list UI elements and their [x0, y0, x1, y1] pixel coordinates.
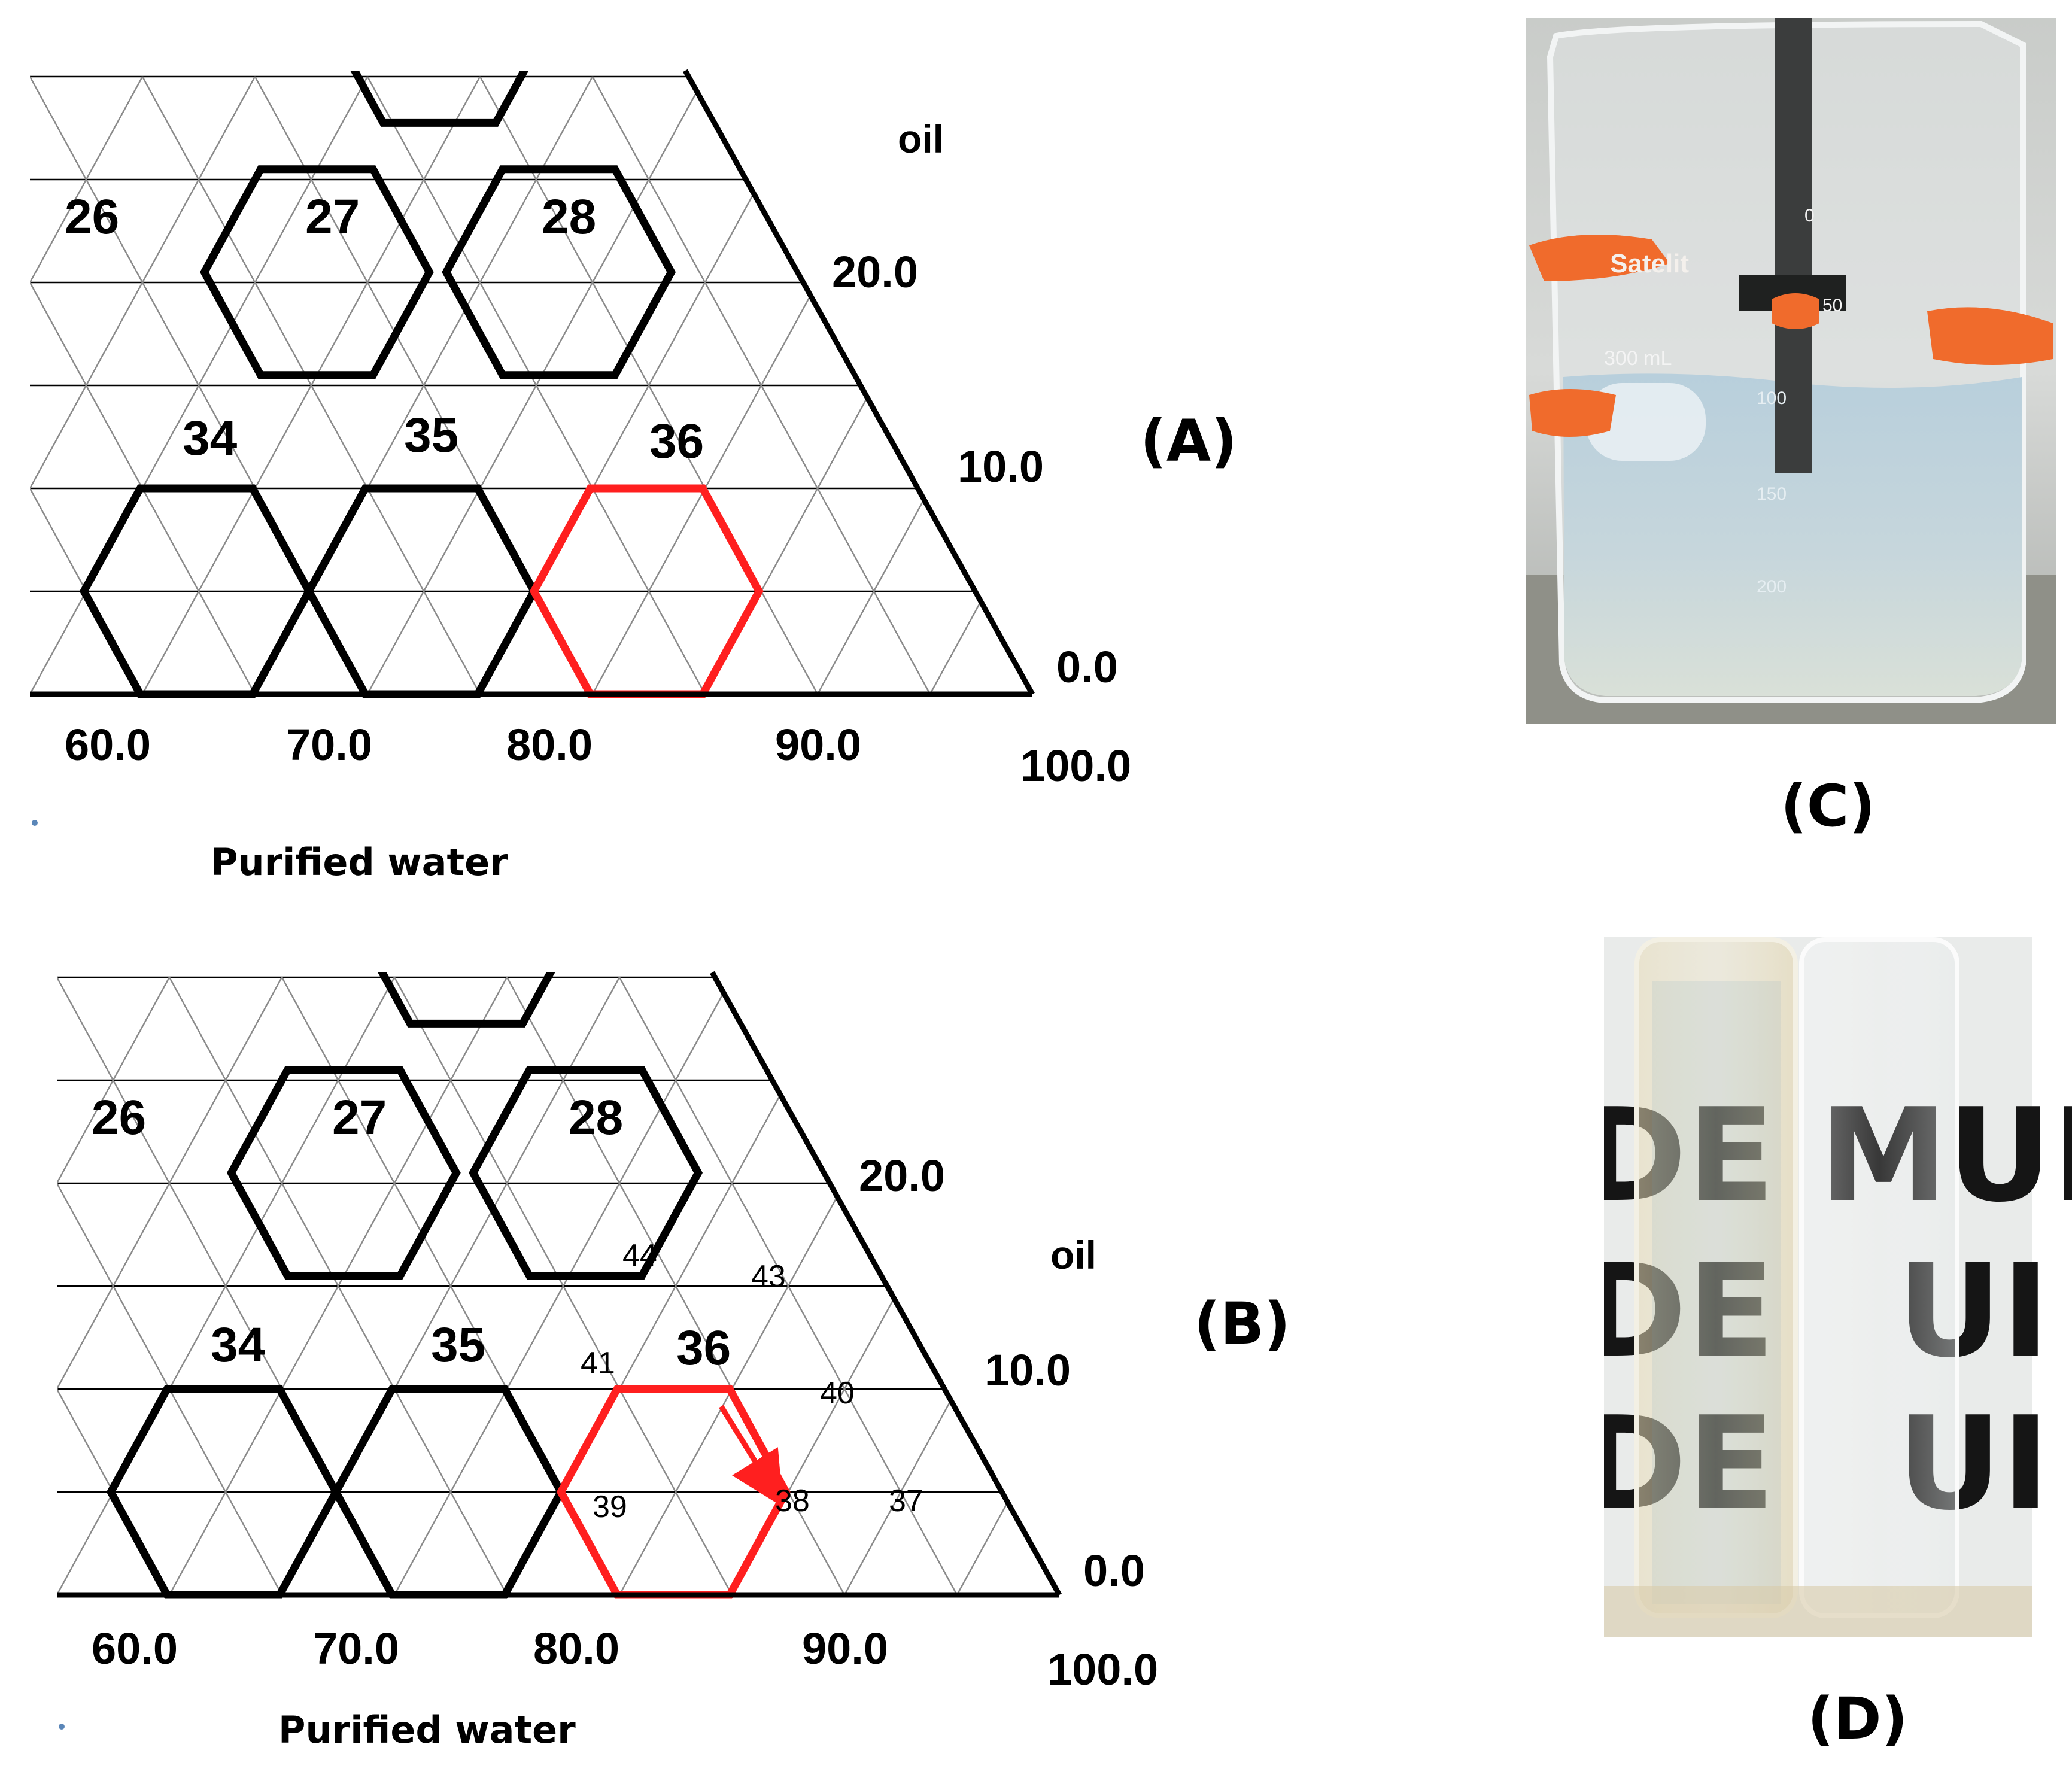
grid-line — [57, 977, 58, 1595]
panel-b-point-44: 44 — [622, 1238, 657, 1273]
panel-d-tubes-photo: DE MUI DE UI DE UI (D) — [1532, 937, 2072, 1752]
grid-line — [168, 977, 508, 1595]
panel-c-clamp-mid — [1772, 293, 1819, 329]
panel-a-bottom-tick-100: 100.0 — [1020, 741, 1131, 791]
panel-b-label: (B) — [1194, 1290, 1290, 1357]
grid-line — [1182, 977, 1520, 1595]
panel-d-tube-left-tint — [1652, 981, 1781, 1604]
panel-c-beaker-volume: 300 mL — [1604, 347, 1672, 370]
panel-b-bottom-tick-90: 90.0 — [802, 1624, 888, 1673]
panel-c-beaker-brand: Satelit — [1610, 249, 1689, 278]
panel-b-point-43: 43 — [751, 1259, 786, 1294]
grid-line — [393, 977, 733, 1595]
panel-b-side-tick-0: 0.0 — [1083, 1546, 1145, 1595]
panel-a-label: (A) — [1140, 408, 1237, 475]
panel-b-hex-label-28: 28 — [569, 1090, 623, 1145]
panel-b-point-39: 39 — [593, 1490, 627, 1524]
grid-line — [1070, 977, 1407, 1595]
panel-d-tube-right — [1799, 937, 1959, 1618]
panel-b-point-41: 41 — [581, 1346, 615, 1381]
grid-line — [618, 977, 958, 1595]
panel-c-grad-200: 200 — [1757, 577, 1787, 597]
grid-line — [1182, 977, 1520, 1595]
panel-c-grad-150: 150 — [1757, 484, 1787, 504]
panel-a-hex-label-36: 36 — [649, 414, 704, 469]
panel-a-bottom-tick-70: 70.0 — [286, 720, 372, 770]
panel-a-hex-label-34: 34 — [183, 411, 238, 466]
panel-a-side-tick-20: 20.0 — [832, 247, 918, 297]
panel-b-hex-label-35: 35 — [431, 1318, 485, 1372]
grid-line — [30, 76, 31, 694]
panel-a-bottom-tick-90: 90.0 — [775, 720, 861, 770]
panel-b-hypotenuse — [710, 971, 1062, 1597]
grid-line — [1155, 77, 1493, 694]
grid-line — [366, 76, 706, 694]
panel-c-liquid-highlight — [1586, 383, 1706, 461]
grid-line — [1070, 977, 1407, 1595]
panel-c-beaker-photo: Satelit 300 mL 0 50 100 150 200 (C) — [1526, 18, 2056, 840]
panel-b-point-37: 37 — [889, 1484, 923, 1518]
grid-line — [30, 76, 256, 694]
panel-a-hypotenuse — [683, 69, 1035, 696]
panel-c-stirrer-shaft — [1775, 18, 1812, 473]
panel-d-left-edge-mask — [1532, 937, 1604, 1637]
panel-a-hex-label-28: 28 — [542, 190, 596, 244]
panel-a-hexagons — [79, 71, 764, 698]
panel-b-bottom-tick-80: 80.0 — [533, 1624, 619, 1673]
panel-a-hex-label-35: 35 — [404, 408, 458, 463]
panel-b-axis-title: Purified water — [278, 1708, 576, 1752]
panel-b-hex-label-27: 27 — [332, 1090, 387, 1145]
panel-b-point-38: 38 — [775, 1484, 810, 1518]
grid-line — [57, 977, 283, 1595]
panel-b-hex-label-36: 36 — [676, 1321, 731, 1375]
panel-a-side-tick-0: 0.0 — [1056, 642, 1118, 692]
panel-a-axis-title: Purified water — [211, 840, 508, 884]
panel-b-hex-label-34: 34 — [211, 1318, 266, 1372]
hexagon-top-partial — [322, 71, 557, 127]
hexagon-28 — [469, 1066, 703, 1280]
panel-c-grad-0: 0 — [1804, 206, 1815, 226]
stray-mark-a — [32, 820, 38, 826]
panel-b-point-40: 40 — [820, 1376, 855, 1411]
grid-line — [1155, 77, 1493, 694]
panel-c-grad-100: 100 — [1757, 388, 1787, 408]
hexagon-27 — [199, 165, 434, 379]
panel-b-red-arrow — [719, 1405, 783, 1508]
panel-a-bottom-tick-60: 60.0 — [65, 720, 151, 770]
panel-b-bottom-tick-70: 70.0 — [313, 1624, 399, 1673]
grid-line — [30, 76, 31, 694]
panel-b-side-tick-10: 10.0 — [985, 1345, 1071, 1395]
panel-c-grad-50: 50 — [1822, 296, 1842, 315]
panel-b-hex-label-26: 26 — [92, 1090, 146, 1145]
hexagon-top-partial — [349, 972, 584, 1028]
panel-a-bottom-tick-80: 80.0 — [506, 720, 593, 770]
grid-line — [1043, 77, 1380, 694]
panel-b-hexagons — [106, 972, 791, 1599]
panel-a-ternary-diagram: 26 27 28 34 35 36 oil 20.0 10.0 0.0 60.0… — [30, 69, 1493, 884]
panel-a-hex-label-26: 26 — [65, 190, 119, 244]
panel-d-bottom-reflection — [1604, 1586, 2032, 1637]
panel-b-side-tick-20: 20.0 — [859, 1151, 945, 1201]
grid-line — [816, 76, 1032, 694]
hexagon-28 — [442, 165, 676, 379]
panel-c-clamp-right — [1927, 307, 2053, 365]
panel-a-oil-label: oil — [898, 117, 944, 161]
panel-a-hex-label-27: 27 — [305, 190, 360, 244]
hexagon-27 — [226, 1066, 461, 1280]
grid-line — [591, 76, 931, 694]
grid-line — [141, 76, 481, 694]
stray-mark-b — [59, 1724, 65, 1730]
panel-a-side-tick-10: 10.0 — [958, 442, 1044, 491]
panel-c-label: (C) — [1781, 773, 1875, 840]
panel-d-label: (D) — [1807, 1685, 1907, 1752]
panel-b-bottom-tick-60: 60.0 — [92, 1624, 178, 1673]
panel-b-bottom-tick-100: 100.0 — [1047, 1645, 1158, 1694]
grid-line — [57, 977, 58, 1595]
panel-b-oil-label: oil — [1050, 1233, 1096, 1277]
panel-c-clamp-left — [1529, 235, 1670, 281]
panel-c-clamp-left-lower — [1529, 389, 1616, 437]
grid-line — [1043, 77, 1380, 694]
